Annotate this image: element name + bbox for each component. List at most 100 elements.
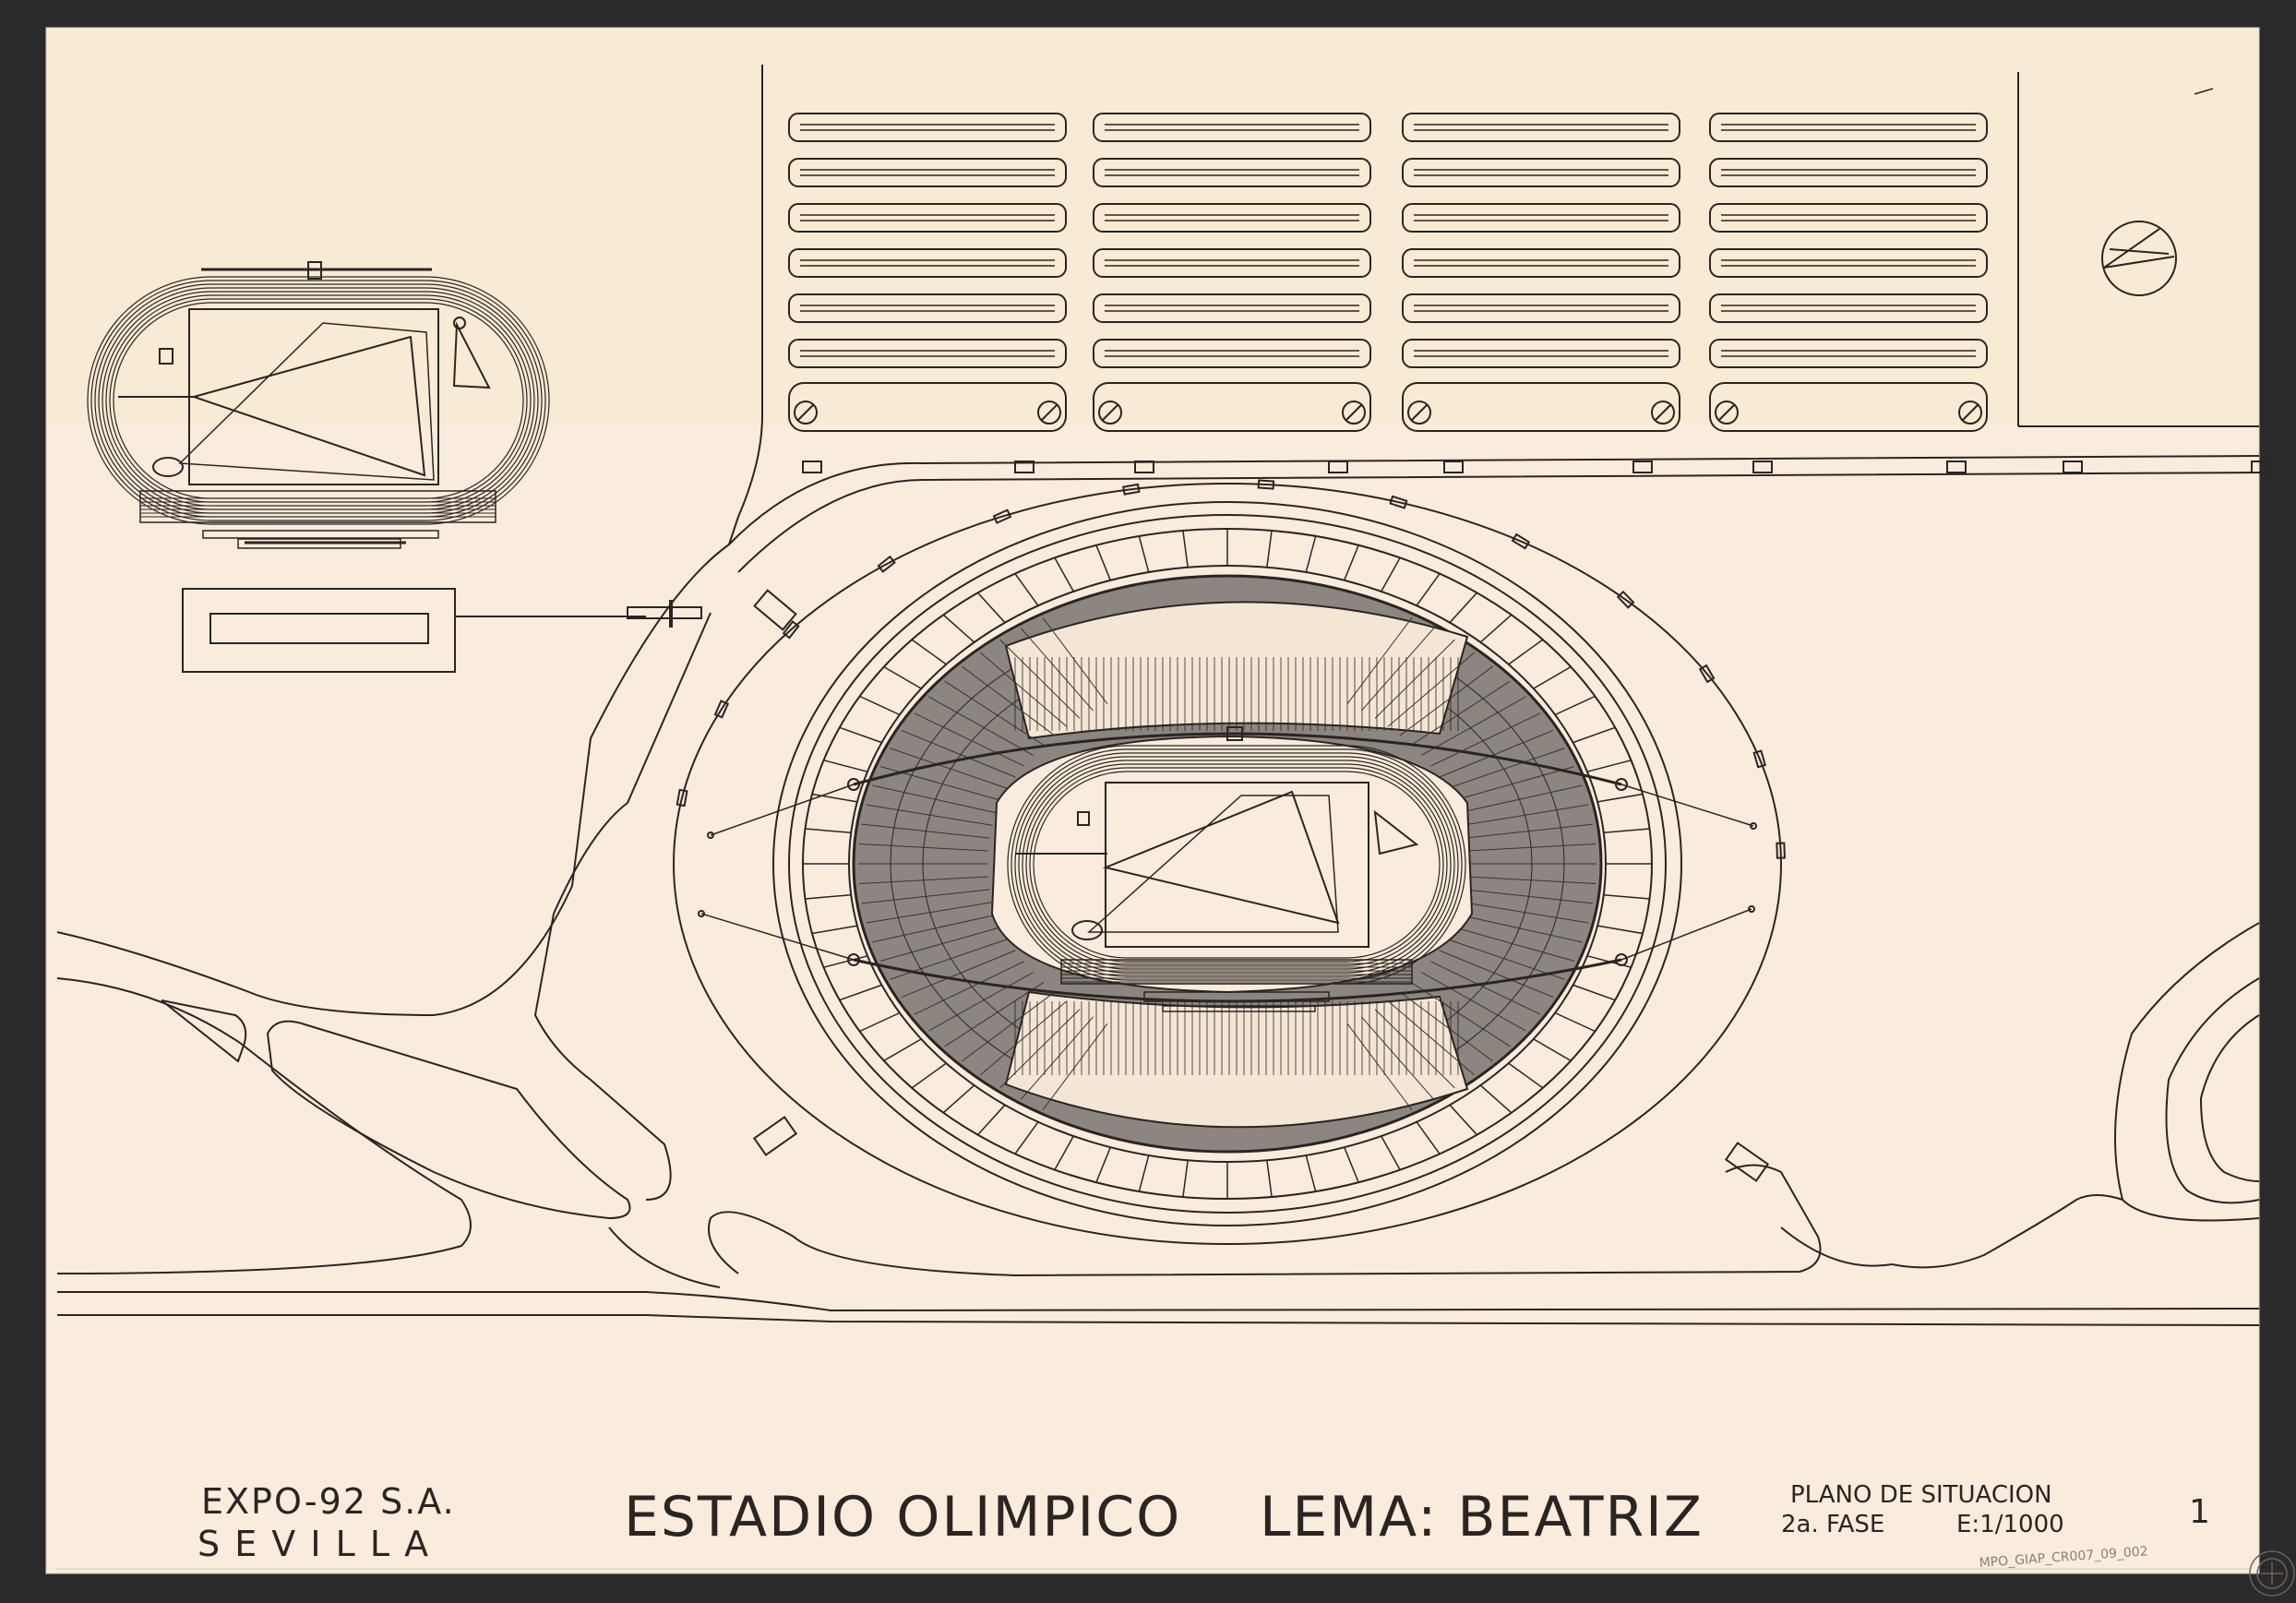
wall-segment: [1182, 530, 1189, 568]
lamp-post: [1122, 483, 1141, 496]
parking-row: [1093, 113, 1371, 142]
parking-area: [788, 113, 2271, 473]
track-lane: [1033, 771, 1441, 959]
seat-row: [901, 729, 1016, 778]
wall-segment: [1138, 535, 1150, 573]
wall-segment: [911, 1062, 947, 1089]
seat-row: [1361, 628, 1435, 712]
seat-row: [1020, 1016, 1094, 1100]
wall-segment: [805, 828, 852, 833]
lamp-post: [877, 555, 896, 573]
project-title: ESTADIO OLIMPICO: [624, 1485, 1181, 1549]
wall-segment: [1381, 1135, 1401, 1170]
seat-row: [901, 950, 1016, 999]
warmup-track: [87, 261, 702, 673]
seat-row: [1361, 1016, 1435, 1100]
seat-row: [961, 665, 1056, 736]
seat-row: [1421, 696, 1526, 756]
drawing-name: PLANO DE SITUACION: [1790, 1481, 2052, 1509]
road-network: [56, 414, 2260, 1326]
seat-row: [858, 843, 988, 852]
lamp-post: [1776, 842, 1786, 859]
seat-row: [1439, 950, 1554, 999]
wall-segment: [1603, 828, 1650, 833]
wall-segment: [942, 614, 975, 643]
seat-row: [1453, 926, 1575, 962]
wall-segment: [977, 1104, 1006, 1136]
parking-row: [1402, 158, 1680, 187]
road-marker: [802, 461, 822, 473]
parking-row: [1709, 293, 1988, 323]
wall-segment: [1014, 1121, 1039, 1154]
wall-segment: [977, 592, 1006, 624]
lamp-post: [1511, 532, 1531, 550]
paper-top-tint: [48, 30, 2257, 426]
lamp-post: [1698, 664, 1716, 684]
seat-row: [1453, 766, 1575, 802]
wall-segment: [1095, 1146, 1111, 1183]
tree-icon: [794, 401, 818, 425]
wall-segment: [1305, 535, 1317, 573]
parking-row: [788, 248, 1067, 278]
seat-row: [1466, 843, 1596, 852]
seat-row: [914, 712, 1024, 767]
seat-row: [999, 1009, 1081, 1089]
tree-icon: [1958, 401, 1982, 425]
wall-segment: [1603, 894, 1650, 900]
road-marker: [1014, 461, 1034, 473]
parking-row: [1402, 113, 1680, 142]
wall-segment: [1479, 614, 1513, 643]
tree-icon: [1407, 401, 1431, 425]
wall-segment: [823, 760, 868, 772]
road-marker: [2063, 461, 2083, 473]
track-lane: [1018, 756, 1455, 974]
wall-segment: [839, 984, 882, 1001]
seat-row: [1439, 729, 1554, 778]
wall-segment: [1533, 665, 1572, 689]
parking-row: [788, 293, 1067, 323]
wall-segment: [839, 726, 882, 744]
parking-row: [1093, 339, 1371, 368]
seat-row: [861, 889, 990, 904]
tree-icon: [797, 404, 814, 421]
parking-row: [1709, 113, 1988, 142]
seat-row: [879, 926, 1002, 962]
wall-segment: [911, 639, 947, 665]
parking-row: [1402, 248, 1680, 278]
tree-icon: [1041, 404, 1058, 421]
wall-segment: [1095, 544, 1111, 581]
seat-row: [1465, 823, 1594, 839]
company-line1: EXPO-92 S.A.: [201, 1481, 456, 1522]
seat-row: [1457, 914, 1583, 943]
wall-segment: [1054, 1135, 1074, 1170]
wall-segment: [1344, 1146, 1359, 1183]
parking-row: [788, 203, 1067, 233]
wall-segment: [1596, 793, 1644, 803]
wall-segment: [1266, 530, 1273, 568]
wall-segment: [1182, 1160, 1189, 1198]
wall-segment: [1596, 925, 1644, 935]
parking-row: [1709, 382, 1988, 432]
road-marker: [1632, 461, 1653, 473]
lamp-post: [676, 788, 688, 807]
road-marker: [1752, 461, 1773, 473]
wall-segment: [1573, 726, 1616, 744]
road-marker: [1946, 461, 1967, 473]
wall-segment: [1573, 984, 1616, 1001]
warmup-building: [182, 588, 456, 673]
parking-row: [1093, 203, 1371, 233]
seat-row: [928, 696, 1034, 756]
seat-row: [1410, 982, 1511, 1047]
warmup-lane: [90, 280, 546, 521]
wall-segment: [1508, 639, 1544, 665]
parking-row: [1093, 382, 1371, 432]
seat-row: [1346, 616, 1413, 705]
parking-row: [1093, 248, 1371, 278]
lamp-post: [992, 508, 1012, 524]
seat-row: [944, 680, 1045, 746]
track-lane: [1010, 748, 1463, 981]
seat-row: [1466, 876, 1596, 884]
wall-segment: [811, 793, 858, 803]
wall-segment: [1533, 1038, 1572, 1062]
